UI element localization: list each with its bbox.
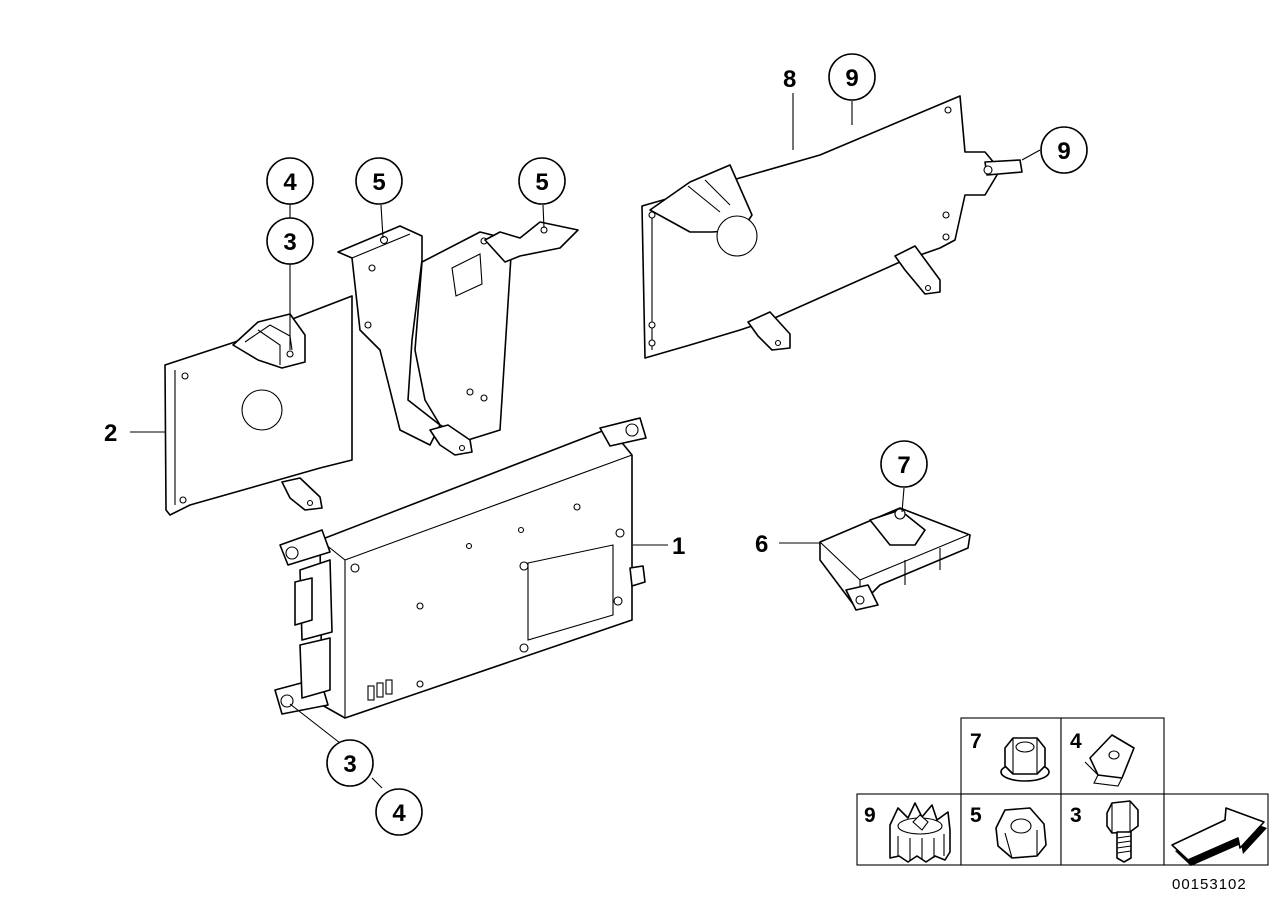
bracket-right-drawing	[641, 95, 1023, 359]
bracket-left-drawing	[164, 221, 579, 516]
svg-text:9: 9	[845, 65, 858, 92]
module-drawing	[274, 417, 647, 719]
sensor-drawing	[819, 507, 971, 611]
parts-legend: 7 4 9 5 3	[856, 717, 1269, 866]
svg-text:7: 7	[897, 452, 910, 479]
legend-number-7: 7	[970, 730, 982, 753]
callout-5-right: 5	[518, 157, 566, 205]
callout-9-stud: 9	[1040, 126, 1088, 174]
hex-bolt-icon	[1106, 800, 1139, 863]
callout-4-top: 4	[266, 157, 314, 205]
svg-text:9: 9	[1057, 138, 1070, 165]
legend-number-3: 3	[1070, 804, 1082, 827]
legend-number-5: 5	[970, 804, 982, 827]
flange-nut-icon	[1000, 737, 1050, 782]
label-part-1: 1	[672, 533, 685, 560]
label-part-6: 6	[755, 531, 768, 558]
callout-4-bottom: 4	[375, 788, 423, 836]
label-part-8: 8	[783, 66, 796, 93]
svg-text:5: 5	[535, 169, 548, 196]
drawing-code: 00153102	[1172, 876, 1247, 893]
legend-number-4: 4	[1070, 730, 1082, 753]
callout-5-center: 5	[355, 157, 403, 205]
callout-3-bottom: 3	[326, 739, 374, 787]
callout-3-top: 3	[266, 217, 314, 265]
label-part-2: 2	[104, 420, 117, 447]
leader-lines	[130, 93, 1041, 789]
legend-number-9: 9	[864, 804, 876, 827]
callout-7-sensor: 7	[880, 440, 928, 488]
svg-text:3: 3	[343, 751, 356, 778]
svg-text:5: 5	[372, 169, 385, 196]
svg-text:4: 4	[283, 169, 297, 196]
ribbed-nut-icon	[889, 802, 951, 863]
svg-text:4: 4	[392, 800, 406, 827]
direction-arrow-icon	[1171, 807, 1267, 866]
svg-text:3: 3	[283, 229, 296, 256]
hex-nut-icon	[995, 807, 1047, 859]
callout-9-top: 9	[828, 53, 876, 101]
clip-nut-icon	[1084, 734, 1135, 787]
